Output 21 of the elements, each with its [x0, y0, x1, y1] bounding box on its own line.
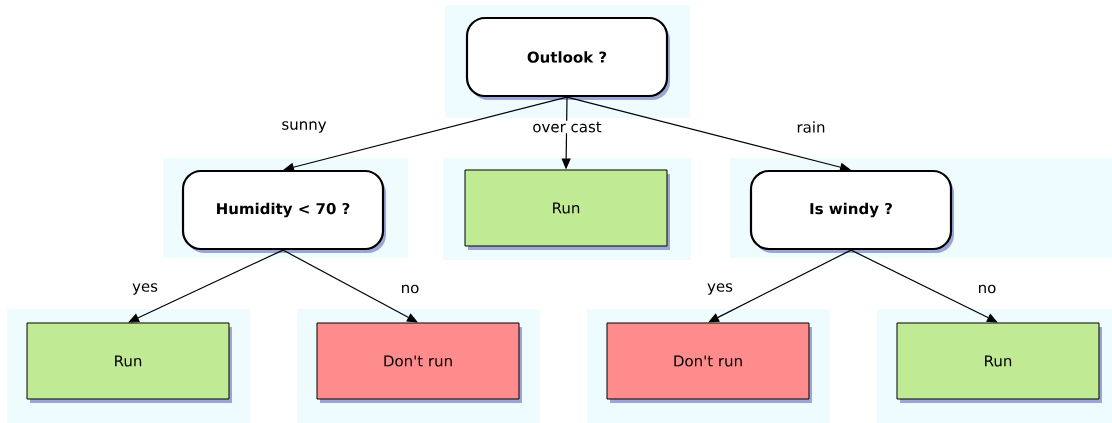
arrow	[282, 249, 418, 323]
decision-box: Is windy ?	[749, 169, 953, 251]
edge-label: no	[979, 284, 996, 294]
arrow	[850, 249, 998, 323]
leaf-box: Don't run	[606, 322, 810, 400]
edge-label: rain	[797, 121, 825, 133]
edge-label: yes	[132, 283, 158, 295]
arrow	[708, 249, 852, 323]
arrow	[283, 96, 568, 172]
leaf-box: Run	[26, 322, 230, 400]
edge-label: no	[402, 284, 419, 294]
arrow	[128, 249, 284, 323]
leaf-box: Don't run	[316, 322, 520, 400]
edge-label: sunny	[282, 121, 327, 133]
leaf-box: Run	[896, 322, 1100, 400]
edge-label: over cast	[533, 121, 602, 133]
decision-box: Outlook ?	[465, 16, 669, 98]
decision-box: Humidity < 70 ?	[181, 169, 385, 251]
leaf-box: Run	[464, 169, 668, 247]
edge-label: yes	[707, 283, 733, 295]
arrow	[566, 96, 851, 172]
